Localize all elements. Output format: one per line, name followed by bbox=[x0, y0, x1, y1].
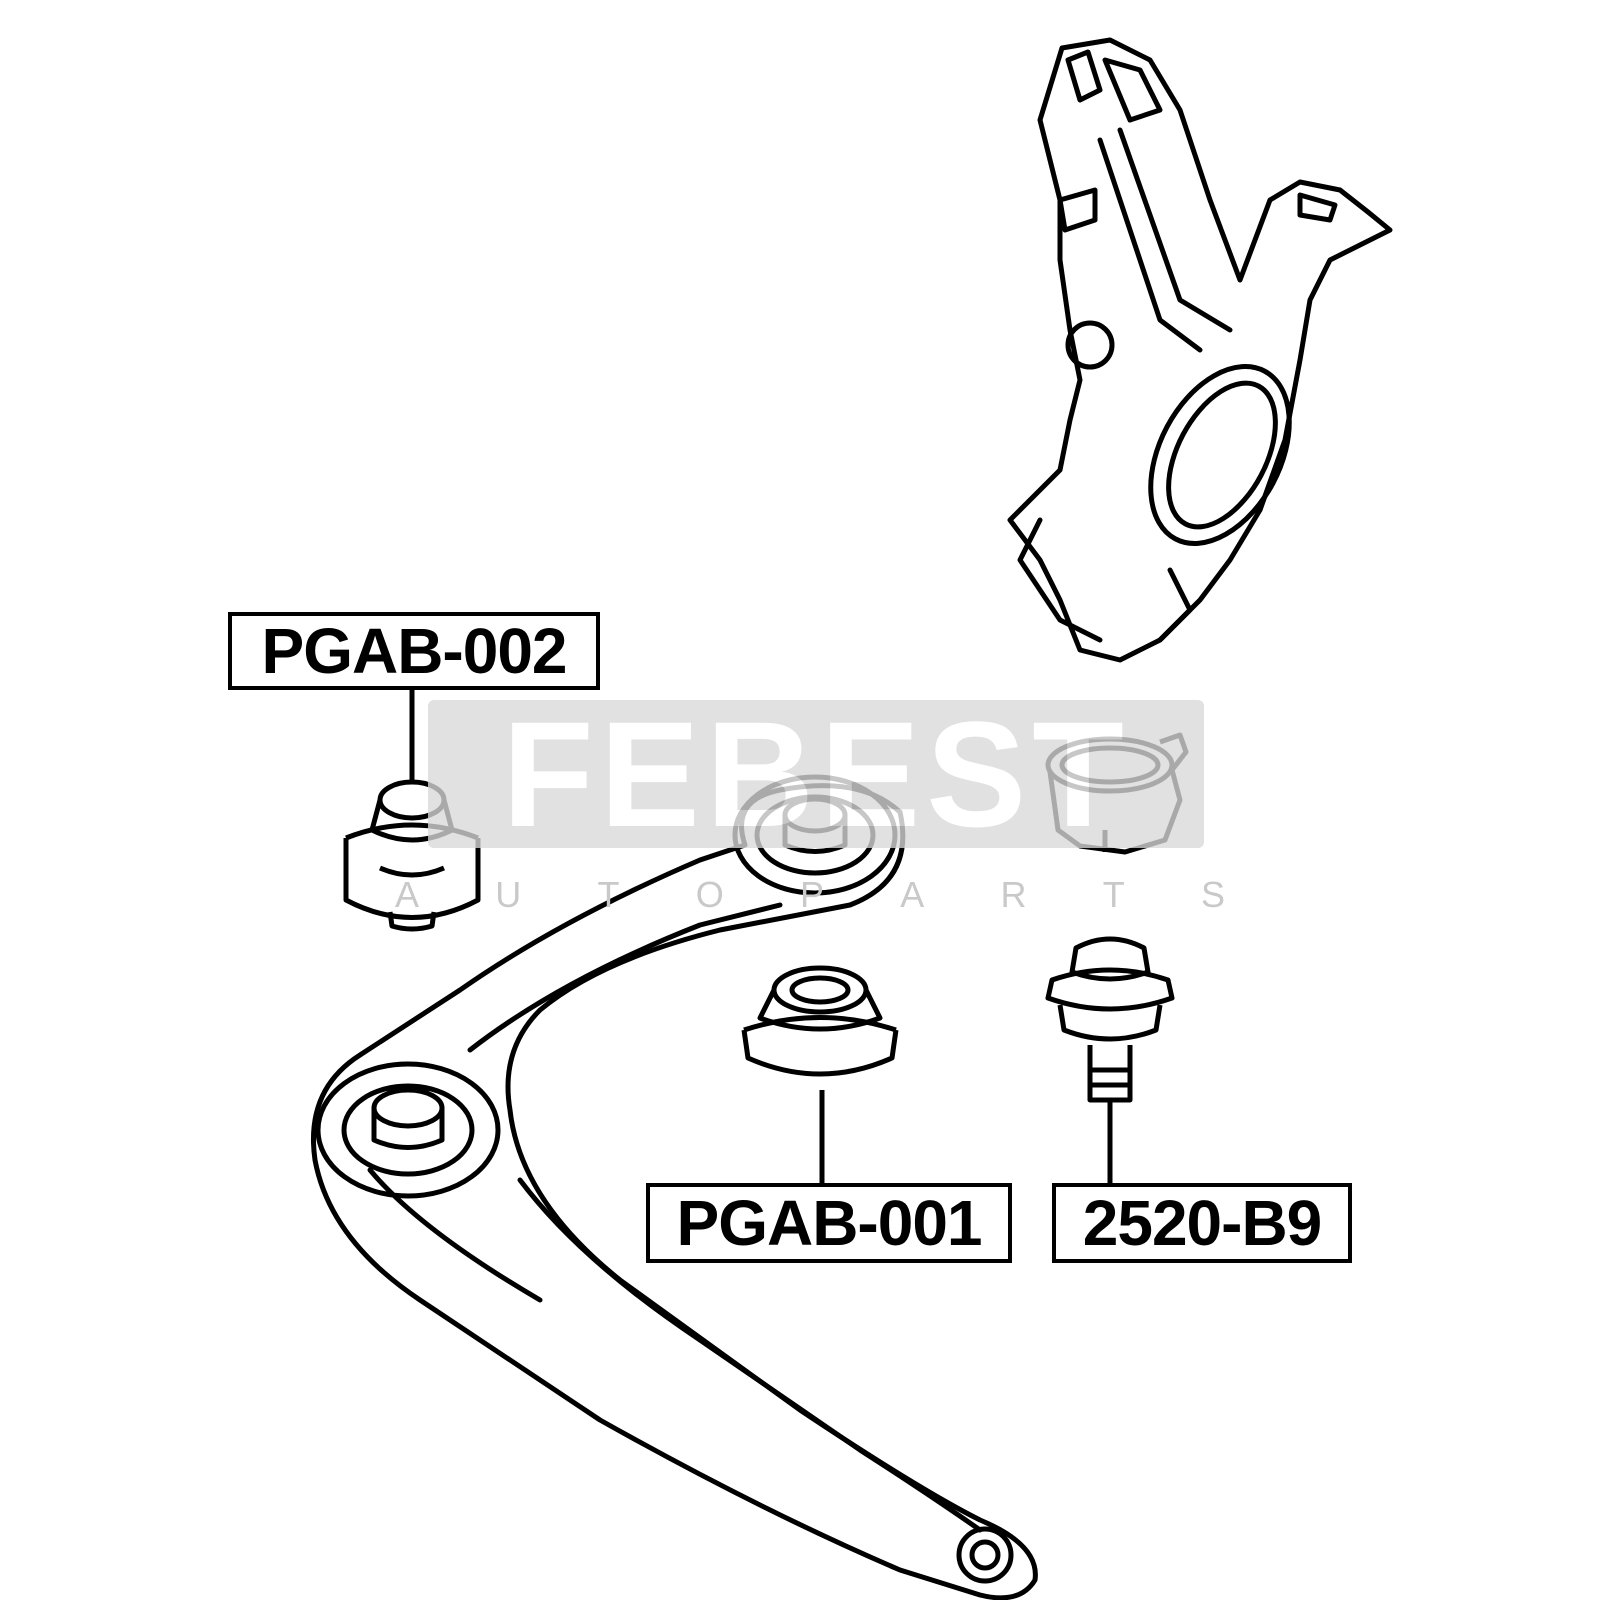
bushing-pgab-001 bbox=[741, 965, 899, 1183]
tagline-letter: P bbox=[799, 874, 824, 915]
tagline-letter: T bbox=[1102, 874, 1125, 915]
tagline-letter: R bbox=[1000, 874, 1027, 915]
ball-joint bbox=[1045, 936, 1175, 1183]
tagline-letter: S bbox=[1200, 874, 1225, 915]
tagline-letter: A bbox=[395, 874, 420, 915]
tagline-letter: O bbox=[695, 874, 724, 915]
tagline-letter: A bbox=[900, 874, 925, 915]
tagline-letter: T bbox=[597, 874, 620, 915]
part-label-2520-b9: 2520-B9 bbox=[1052, 1183, 1352, 1263]
brand-watermark: FEBEST bbox=[428, 690, 1204, 858]
tagline-letter: U bbox=[495, 874, 522, 915]
brand-tagline: A U T O P A R T S bbox=[395, 870, 1225, 920]
steering-knuckle bbox=[1007, 37, 1393, 663]
part-label-pgab-002: PGAB-002 bbox=[228, 612, 600, 690]
part-label-pgab-001: PGAB-001 bbox=[646, 1183, 1012, 1263]
